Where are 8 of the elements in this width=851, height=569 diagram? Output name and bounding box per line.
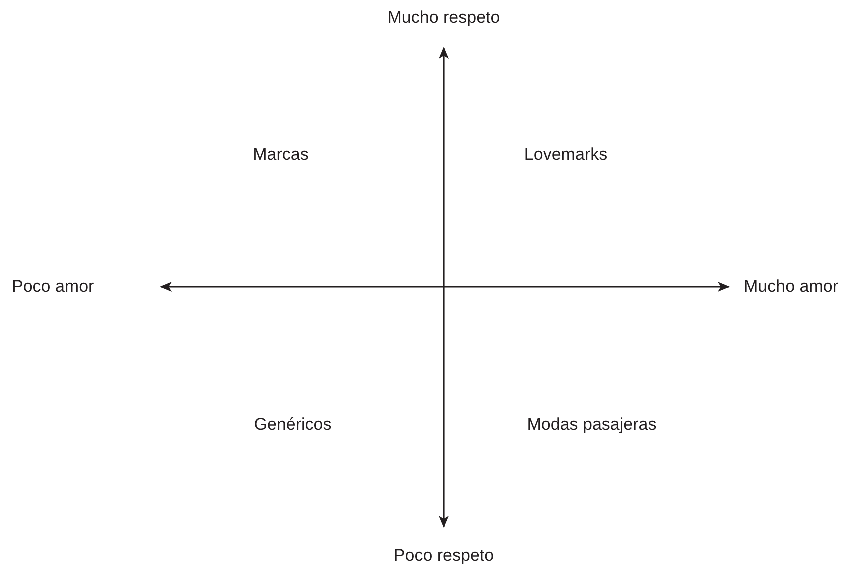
quadrant-label: Lovemarks [524, 145, 608, 165]
axis-label: Mucho respeto [388, 8, 500, 28]
quadrant-label: Modas pasajeras [527, 415, 657, 435]
axis-label: Mucho amor [744, 277, 838, 297]
axis-label: Poco amor [12, 277, 94, 297]
quadrant-label: Marcas [253, 145, 309, 165]
quadrant-label: Genéricos [254, 415, 332, 435]
axis-label: Poco respeto [394, 546, 494, 566]
